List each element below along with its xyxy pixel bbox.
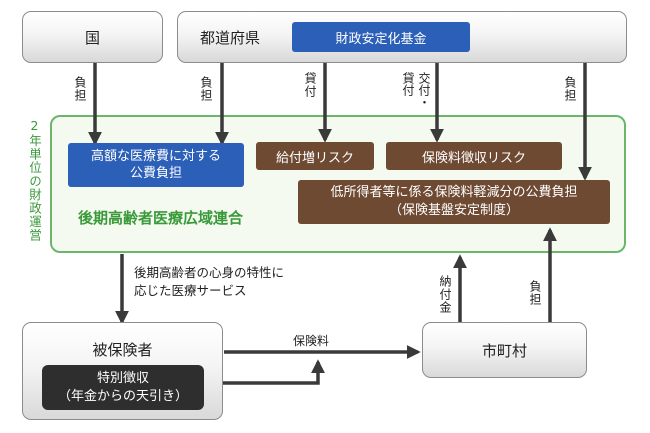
label-futan-pref: 負担: [199, 76, 213, 102]
benefit-risk-box: 給付増リスク: [256, 142, 374, 170]
arrow-special-to-city: [205, 359, 325, 385]
country-box: 国: [22, 11, 163, 63]
label-nofukin: 納付金: [438, 275, 452, 314]
fund-box: 財政安定化基金: [292, 22, 470, 52]
low-income-label: 低所得者等に係る保険料軽減分の公費負担 （保険基盤安定制度）: [330, 185, 578, 218]
country-label: 国: [84, 28, 100, 47]
benefit-risk-label: 給付増リスク: [275, 150, 354, 166]
municipality-label: 市町村: [481, 341, 527, 360]
insured-label: 被保険者: [92, 341, 153, 359]
label-kofu-kashitsuke: 交付・貸付: [401, 72, 431, 108]
municipality-box: 市町村: [422, 322, 587, 378]
financial-period-label: 2年単位の財政運営: [27, 118, 42, 242]
label-premium: 保険料: [293, 334, 330, 348]
label-futan-right: 負担: [563, 76, 577, 102]
fund-label: 財政安定化基金: [335, 31, 427, 47]
premium-risk-box: 保険料徴収リスク: [386, 142, 562, 170]
special-collection-label: 特別徴収 （年金からの天引き）: [57, 370, 188, 404]
label-futan-city: 負担: [528, 280, 542, 306]
label-futan-country: 負担: [73, 76, 87, 102]
label-service: 後期高齢者の心身の特性に 応じた医療サービス: [134, 265, 285, 298]
high-cost-label: 高額な医療費に対する 公費負担: [90, 149, 221, 181]
union-title: 後期高齢者医療広域連合: [78, 209, 244, 227]
special-collection-box: 特別徴収 （年金からの天引き）: [42, 365, 204, 410]
prefecture-label: 都道府県: [200, 28, 261, 47]
high-cost-box: 高額な医療費に対する 公費負担: [68, 143, 244, 187]
premium-risk-label: 保険料徴収リスク: [421, 150, 526, 166]
low-income-box: 低所得者等に係る保険料軽減分の公費負担 （保険基盤安定制度）: [298, 180, 610, 224]
label-kashitsuke: 貸付: [303, 72, 317, 98]
